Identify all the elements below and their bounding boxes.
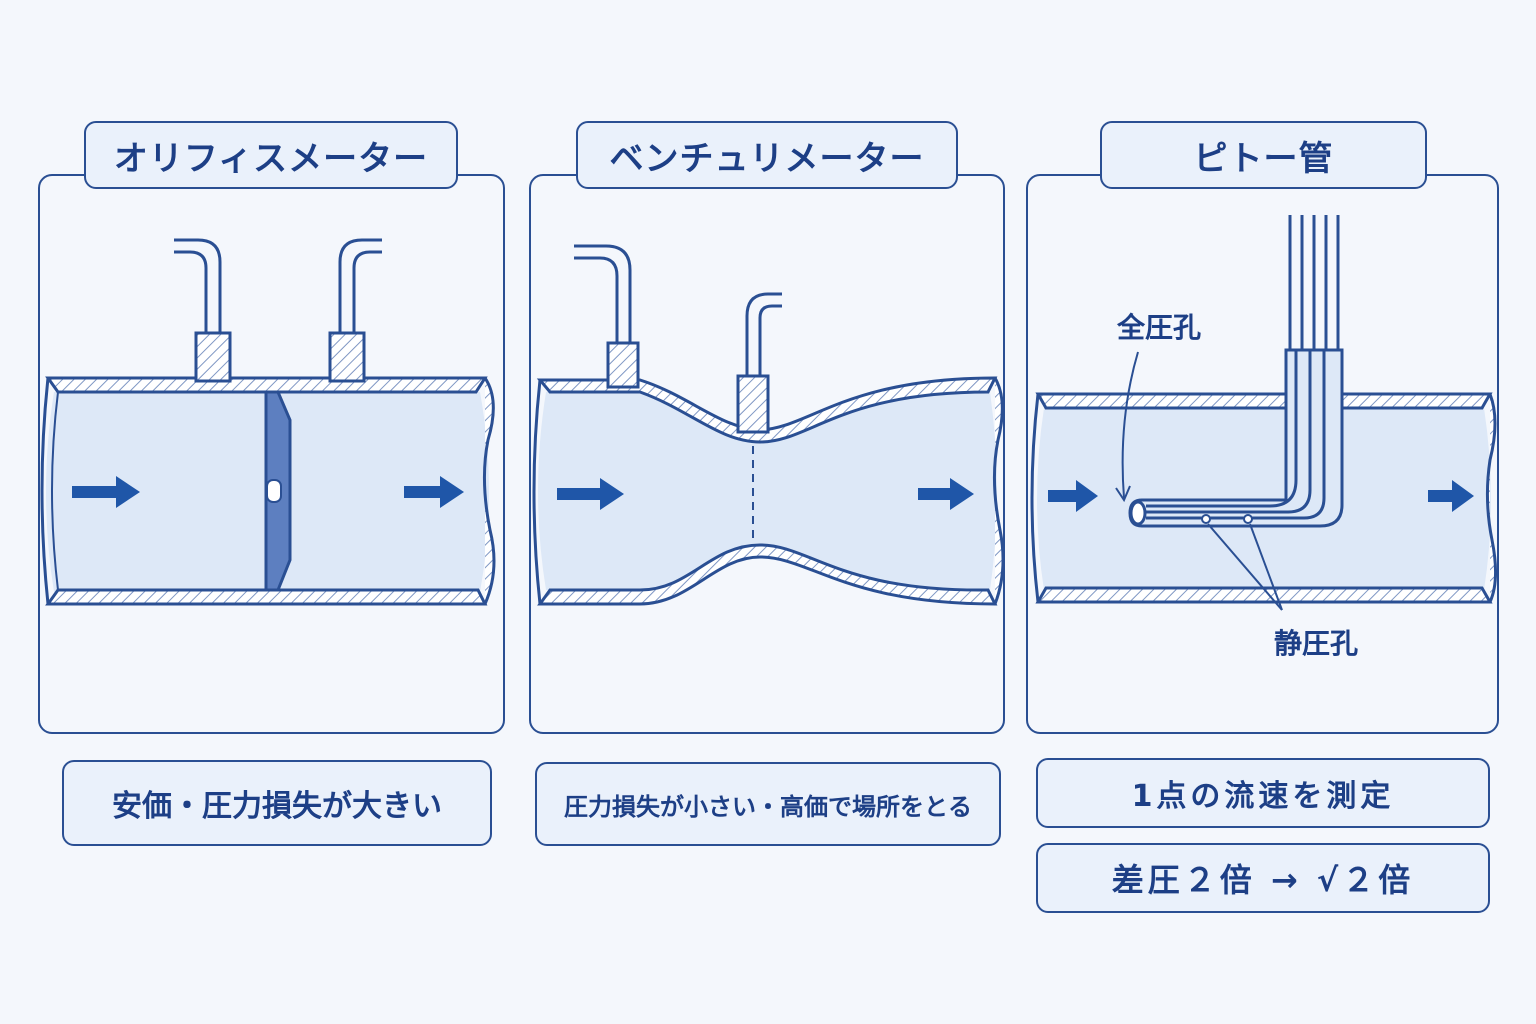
static-port-leader-1 <box>1207 523 1283 611</box>
venturi-outflow-arrow <box>918 478 974 510</box>
static-port-label: 静圧孔 <box>1274 627 1359 660</box>
pitot-diagram <box>1030 215 1497 611</box>
total-port-leader <box>1121 351 1139 499</box>
static-port-leader-2 <box>1249 523 1283 611</box>
venturi-title: ベンチュリメーター <box>576 121 958 189</box>
pitot-title: ピトー管 <box>1100 121 1427 189</box>
total-pressure-port <box>1129 500 1147 526</box>
venturi-note: 圧力損失が小さい・高価で場所をとる <box>535 762 1001 846</box>
pitot-inflow-arrow <box>1048 480 1098 512</box>
pitot-outflow-arrow <box>1428 480 1474 512</box>
venturi-inflow-arrow <box>557 478 624 510</box>
venturi-right-end <box>992 377 1005 605</box>
orifice-tap-upstream <box>194 331 232 383</box>
orifice-title: オリフィスメーター <box>84 121 458 189</box>
venturi-left-end <box>532 379 542 605</box>
orifice-pipe-right-end <box>482 377 496 605</box>
orifice-pipe-left-end <box>40 377 50 605</box>
pitot-note-1: 1点の流速を測定 <box>1036 758 1490 828</box>
orifice-outflow-arrow <box>404 476 464 508</box>
venturi-tap-throat <box>736 374 770 434</box>
venturi-interior <box>538 391 997 591</box>
venturi-bottom-wall <box>537 543 998 606</box>
orifice-tap-downstream <box>328 331 366 383</box>
total-port-label: 全圧孔 <box>1117 311 1202 344</box>
orifice-inflow-arrow <box>72 476 140 508</box>
pitot-note-2: 差圧２倍 → √２倍 <box>1036 843 1490 913</box>
pitot-pipe-right-end <box>1485 393 1497 603</box>
venturi-diagram <box>532 244 1005 606</box>
pitot-pipe-top-wall <box>1035 392 1493 410</box>
static-pressure-port-2 <box>1243 514 1253 524</box>
orifice-pipe-bottom-wall <box>45 588 488 606</box>
orifice-hole <box>266 479 282 503</box>
static-pressure-port-1 <box>1201 514 1211 524</box>
venturi-tap-inlet <box>606 341 640 389</box>
orifice-pipe-top-wall <box>45 376 488 394</box>
orifice-diagram <box>40 238 496 606</box>
orifice-note: 安価・圧力損失が大きい <box>62 760 492 846</box>
